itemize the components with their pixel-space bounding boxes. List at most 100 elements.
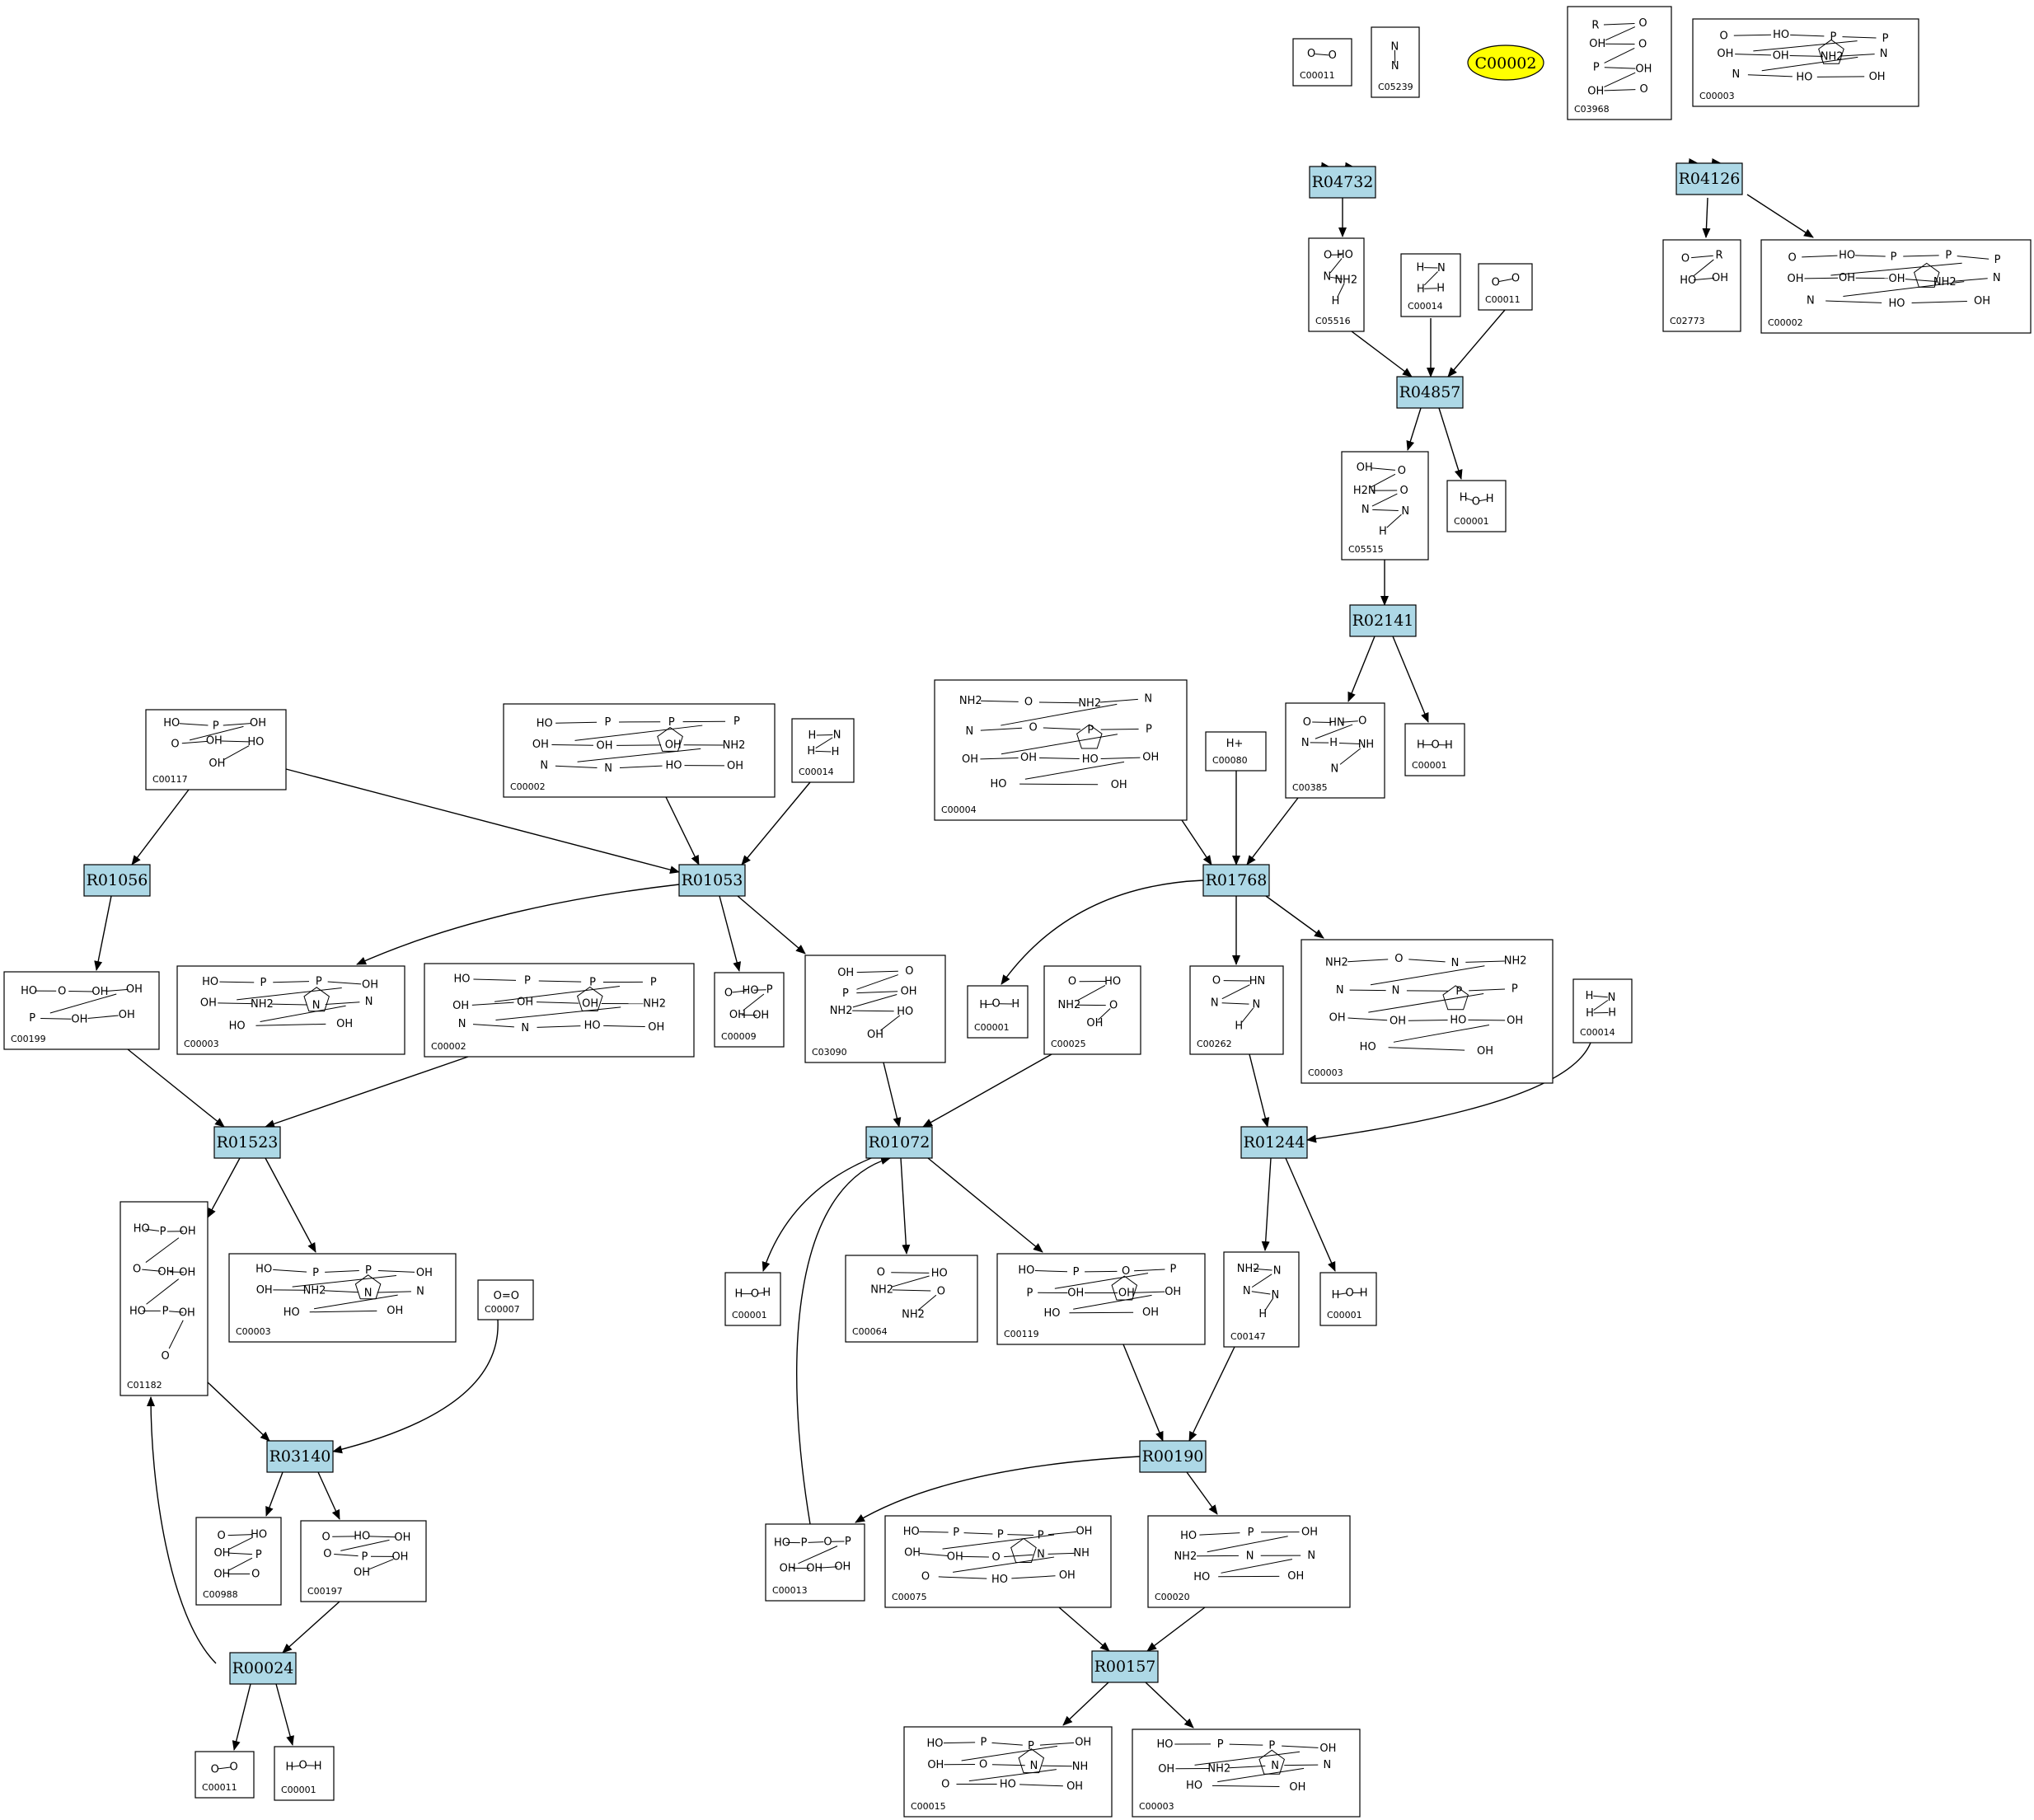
compound-box[interactable] — [765, 1523, 865, 1602]
compound-box[interactable] — [1301, 939, 1554, 1084]
reaction-node[interactable]: R00157 — [1091, 1650, 1159, 1683]
reaction-box[interactable] — [1091, 1650, 1159, 1683]
compound-box[interactable] — [1319, 1272, 1377, 1326]
reaction-node[interactable]: R01053 — [678, 864, 746, 897]
compound-box[interactable] — [996, 1253, 1206, 1345]
reaction-box[interactable] — [1675, 162, 1743, 195]
compound-box[interactable] — [884, 1515, 1112, 1608]
reaction-node[interactable]: R00190 — [1139, 1440, 1207, 1473]
compound-box[interactable] — [1760, 239, 2032, 334]
compound-box[interactable] — [1132, 1729, 1361, 1818]
compound-box[interactable] — [477, 1279, 534, 1320]
compound-box[interactable] — [845, 1255, 978, 1343]
compound-box[interactable] — [274, 1746, 335, 1801]
compound-box[interactable] — [1223, 1251, 1300, 1348]
compound-box[interactable] — [934, 679, 1188, 821]
compound-box[interactable] — [176, 965, 405, 1055]
compound-box[interactable] — [228, 1253, 457, 1343]
compound-box[interactable] — [1341, 451, 1429, 561]
compound-box[interactable] — [1205, 731, 1267, 772]
compound-box[interactable] — [903, 1726, 1113, 1818]
reaction-box[interactable] — [83, 864, 151, 897]
reaction-box[interactable] — [1139, 1440, 1207, 1473]
highlight-ellipse[interactable] — [1467, 45, 1544, 81]
compound-box[interactable] — [300, 1520, 427, 1602]
reaction-node[interactable]: R01523 — [213, 1126, 281, 1159]
compound-box[interactable] — [1292, 38, 1352, 87]
reaction-box[interactable] — [1240, 1126, 1308, 1159]
compound-box[interactable] — [1567, 6, 1672, 120]
reaction-box[interactable] — [865, 1126, 933, 1159]
reaction-node[interactable]: R04126 — [1675, 162, 1743, 195]
reaction-box[interactable] — [266, 1440, 334, 1473]
compound-box[interactable] — [967, 985, 1029, 1039]
reaction-node[interactable]: R01056 — [83, 864, 151, 897]
compound-box[interactable] — [714, 972, 785, 1048]
reaction-box[interactable] — [1309, 166, 1376, 199]
reaction-node[interactable]: R02141 — [1349, 604, 1417, 637]
reaction-node[interactable]: R00024 — [229, 1652, 297, 1685]
compound-box[interactable] — [1404, 723, 1465, 776]
reaction-node[interactable]: R04857 — [1396, 376, 1464, 409]
compound-box[interactable] — [145, 709, 287, 790]
compound-box[interactable] — [3, 971, 160, 1050]
compound-box[interactable] — [791, 718, 855, 783]
compound-box[interactable] — [1043, 965, 1141, 1055]
reaction-node[interactable]: R01244 — [1240, 1126, 1308, 1159]
reaction-node[interactable]: R03140 — [266, 1440, 334, 1473]
compound-box[interactable] — [195, 1517, 282, 1606]
compound-box[interactable] — [1662, 239, 1741, 332]
reaction-box[interactable] — [1349, 604, 1417, 637]
compound-box[interactable] — [804, 955, 946, 1063]
compound-box[interactable] — [1478, 263, 1533, 311]
compound-box[interactable] — [1147, 1515, 1351, 1608]
compound-box[interactable] — [724, 1272, 781, 1326]
compound-box[interactable] — [120, 1201, 209, 1396]
reaction-box[interactable] — [1396, 376, 1464, 409]
reaction-box[interactable] — [229, 1652, 297, 1685]
reaction-box[interactable] — [1202, 864, 1270, 897]
compound-box[interactable] — [1400, 253, 1461, 317]
compound-box[interactable] — [424, 963, 695, 1058]
compound-box[interactable] — [1572, 978, 1633, 1044]
compound-box[interactable] — [503, 703, 776, 798]
compound-box[interactable] — [1692, 18, 1919, 107]
reaction-box[interactable] — [678, 864, 746, 897]
compound-box[interactable] — [1308, 237, 1365, 332]
